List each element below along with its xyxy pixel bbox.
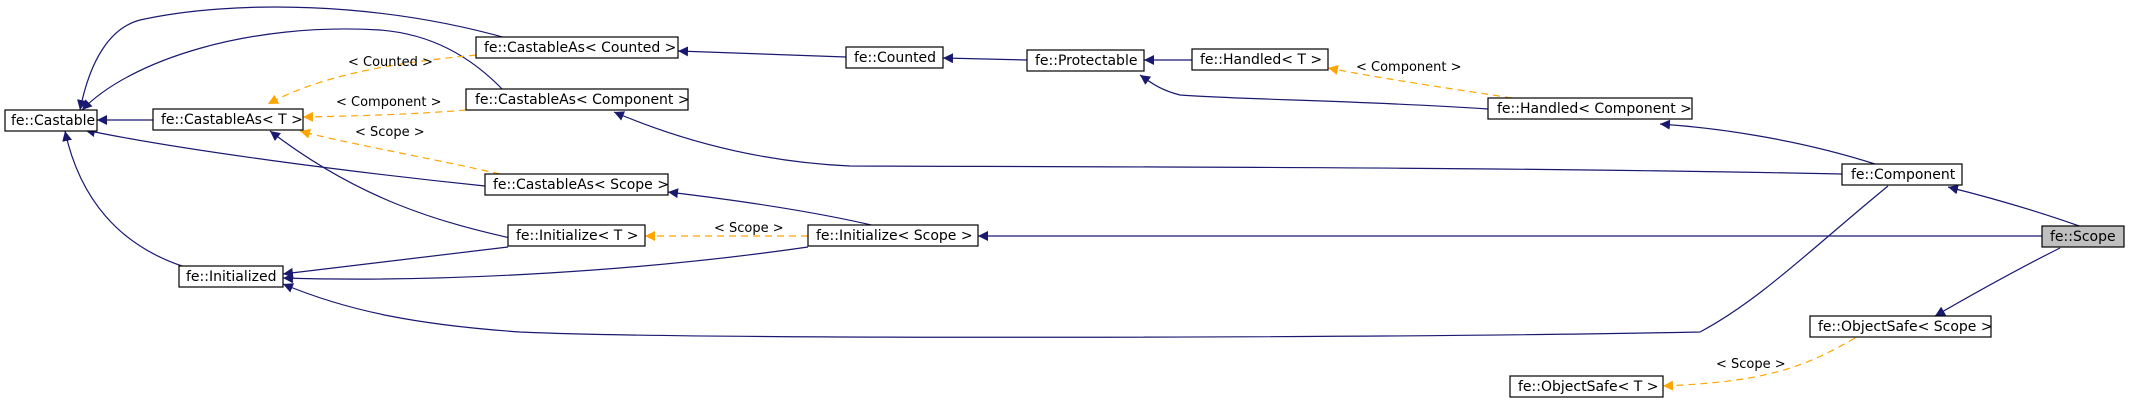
node-objectsafe-scope[interactable]: fe::ObjectSafe< Scope > bbox=[1809, 315, 1993, 338]
node-castableas-t[interactable]: fe::CastableAs< T > bbox=[152, 108, 304, 131]
node-handled-component-label: fe::Handled< Component > bbox=[1497, 101, 1692, 117]
edge-protectable-to-counted bbox=[942, 53, 1028, 64]
edge-label-scope-initialize: < Scope > bbox=[714, 221, 784, 236]
edge-component-to-handled-component bbox=[1659, 119, 1876, 165]
edge-scope-to-objectsafe-scope bbox=[1934, 247, 2061, 317]
node-castable[interactable]: fe::Castable bbox=[4, 109, 98, 132]
node-handled-t-label: fe::Handled< T > bbox=[1200, 52, 1322, 68]
node-objectsafe-scope-label: fe::ObjectSafe< Scope > bbox=[1818, 319, 1993, 335]
edge-label-scope-objectsafe: < Scope > bbox=[1716, 357, 1786, 372]
node-counted[interactable]: fe::Counted bbox=[845, 46, 944, 69]
edge-template-castableas-counted bbox=[267, 53, 489, 105]
node-component[interactable]: fe::Component bbox=[1841, 163, 1963, 186]
node-initialized-label: fe::Initialized bbox=[186, 269, 276, 285]
node-component-label: fe::Component bbox=[1851, 167, 1956, 183]
node-initialize-scope[interactable]: fe::Initialize< Scope > bbox=[807, 224, 979, 247]
node-initialized[interactable]: fe::Initialized bbox=[178, 265, 284, 288]
node-scope[interactable]: fe::Scope fe::Scope bbox=[2041, 225, 2125, 248]
node-castableas-counted-label: fe::CastableAs< Counted > bbox=[484, 40, 676, 56]
edge-template-castableas-component bbox=[302, 109, 467, 122]
node-objectsafe-t[interactable]: fe::ObjectSafe< T > bbox=[1509, 375, 1664, 398]
edge-component-to-castableas-component bbox=[613, 111, 1843, 175]
node-handled-t[interactable]: fe::Handled< T > bbox=[1191, 48, 1329, 71]
node-scope-visible-label: fe::Scope bbox=[2050, 229, 2116, 245]
node-counted-label: fe::Counted bbox=[854, 50, 936, 66]
node-castableas-component-label: fe::CastableAs< Component > bbox=[475, 92, 690, 108]
edge-counted-to-castableas-counted bbox=[677, 46, 847, 58]
edge-template-objectsafe-scope bbox=[1662, 337, 1856, 391]
edge-template-handled-component bbox=[1327, 64, 1513, 99]
node-initialize-t-label: fe::Initialize< T > bbox=[516, 228, 638, 244]
edge-label-component-handled: < Component > bbox=[1356, 60, 1462, 75]
edge-initialize-t-to-initialized bbox=[282, 246, 509, 278]
node-castableas-scope[interactable]: fe::CastableAs< Scope > bbox=[484, 173, 669, 196]
edge-scope-to-component bbox=[1947, 184, 2083, 228]
edge-label-component-castable: < Component > bbox=[336, 95, 442, 110]
edge-initialized-to-castable bbox=[62, 130, 183, 267]
node-castableas-t-label: fe::CastableAs< T > bbox=[161, 112, 303, 128]
node-castableas-counted[interactable]: fe::CastableAs< Counted > bbox=[475, 36, 679, 59]
edge-initialize-scope-to-initialized bbox=[282, 246, 809, 284]
node-castableas-component[interactable]: fe::CastableAs< Component > bbox=[465, 88, 690, 111]
node-objectsafe-t-label: fe::ObjectSafe< T > bbox=[1518, 379, 1659, 395]
edge-castableas-counted-to-castable bbox=[77, 6, 521, 111]
edge-initialize-scope-to-castableas-scope bbox=[667, 188, 881, 228]
edge-castableas-scope-to-castable bbox=[84, 127, 486, 187]
edge-template-castableas-scope bbox=[299, 128, 501, 175]
edge-component-to-initialized bbox=[282, 185, 1889, 338]
node-castableas-scope-label: fe::CastableAs< Scope > bbox=[493, 177, 669, 193]
node-protectable-label: fe::Protectable bbox=[1035, 53, 1137, 69]
edges bbox=[62, 6, 2083, 391]
node-handled-component[interactable]: fe::Handled< Component > bbox=[1487, 97, 1693, 120]
edge-label-scope-castable: < Scope > bbox=[355, 125, 425, 140]
edge-initialize-t-to-castableas-t bbox=[269, 130, 511, 239]
edge-handled-component-to-protectable bbox=[1139, 74, 1489, 110]
edge-castableas-component-to-castable bbox=[81, 28, 506, 111]
node-initialize-t[interactable]: fe::Initialize< T > bbox=[507, 224, 646, 247]
node-castable-label: fe::Castable bbox=[11, 113, 95, 129]
node-initialize-scope-label: fe::Initialize< Scope > bbox=[816, 228, 973, 244]
edge-label-counted: < Counted > bbox=[348, 55, 433, 70]
node-protectable[interactable]: fe::Protectable bbox=[1026, 49, 1145, 72]
edge-labels: < Counted > < Component > < Scope > < Co… bbox=[336, 55, 1786, 372]
nodes: fe::Castable fe::CastableAs< T > fe::Ini… bbox=[4, 36, 2125, 398]
